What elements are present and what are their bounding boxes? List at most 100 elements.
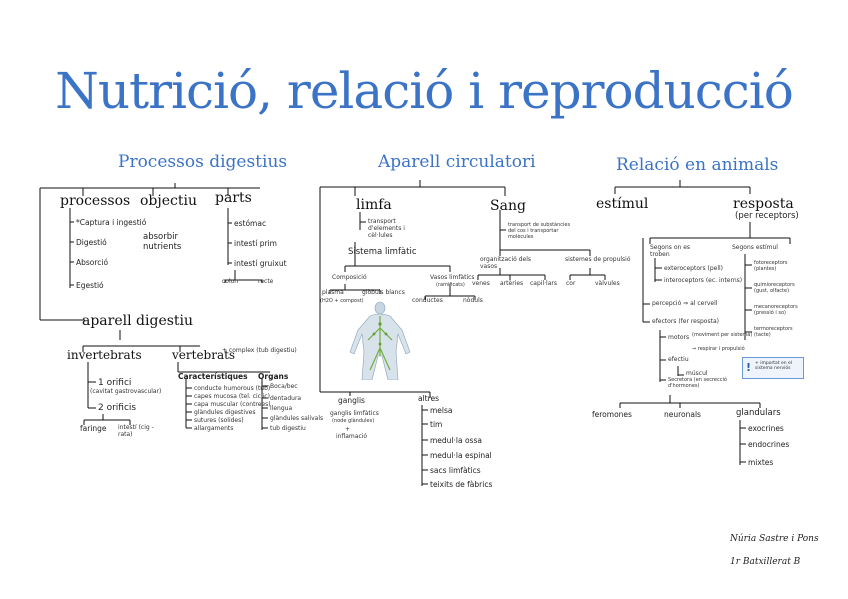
segons-item-1: exteroceptors (pell)	[664, 265, 724, 272]
vasos-item-noduls: nòduls	[463, 297, 483, 304]
caract-item-5: sutures (solides)	[194, 417, 244, 424]
inv-sub-1: (cavitat gastrovascular)	[90, 388, 162, 395]
page-title: Nutrició, relació i reproducció	[55, 62, 794, 120]
parts-item-3: intestí gruixut	[234, 259, 287, 268]
label-resposta: resposta	[733, 196, 794, 212]
resposta-sub: (per receptors)	[735, 211, 799, 221]
bottom-item-glandulars: glandulars	[736, 408, 781, 418]
parts-sub-recte: recte	[258, 278, 274, 285]
label-muscul: múscul	[686, 370, 708, 377]
label-ganglis: ganglis	[338, 396, 365, 405]
label-composicio: Composició	[332, 274, 367, 281]
ganglis-text-4: inflamació	[336, 433, 368, 440]
inv-sub-faringe: faringe	[80, 424, 107, 433]
parts-sub-colon: colon	[222, 278, 239, 285]
org-item-arteries: artèries	[500, 280, 524, 287]
note-box-text: + importat en el sistema nerviós	[755, 361, 793, 371]
label-estimul: estímul	[596, 196, 649, 212]
caract-item-1: conducte humorous (tub)	[194, 385, 271, 392]
organs-item-2: dentadura	[270, 395, 302, 402]
bottom-item-feromones: feromones	[592, 410, 632, 419]
ganglis-text-3: +	[345, 426, 351, 433]
caract-item-3: capa muscular (contrees)	[194, 401, 271, 408]
label-efectiu: efectiu	[668, 356, 689, 363]
processos-item-2: Digestió	[76, 238, 107, 247]
label-efectors: efectors (fer resposta)	[652, 318, 719, 325]
signature-name: Núria Sastre i Pons	[730, 534, 819, 544]
vasos-item-conductes: conductes	[412, 297, 443, 304]
comp-item-globuls: glòbuls blancs	[362, 289, 405, 296]
parts-item-2: intestí prim	[234, 239, 277, 248]
sis-item-cor: cor	[566, 280, 576, 287]
glandulars-item-3: mixtes	[748, 458, 774, 467]
vasos-sub: (ramificats)	[436, 282, 465, 288]
label-sistemes-propulsio: sistemes de propulsió	[565, 256, 631, 263]
inv-item-1: 1 orifici	[98, 378, 132, 388]
organs-item-1: Boca/bec	[270, 383, 298, 390]
heading-processos-digestius: Processos digestius	[118, 152, 288, 172]
label-vasos: Vasos limfàtics	[430, 274, 475, 281]
altres-item-2: tim	[430, 420, 443, 429]
processos-item-4: Egestió	[76, 281, 104, 290]
segons-item-2: interoceptors (ec. interns)	[664, 277, 743, 284]
label-aparell-digestiu: aparell digestiu	[82, 313, 194, 329]
sis-item-valvules: vàlvules	[595, 280, 620, 287]
est-item-3: mecanoreceptors (pressió i so)	[754, 304, 798, 316]
glandulars-item-1: exocrines	[748, 424, 784, 433]
label-invertebrats: invertebrats	[67, 348, 142, 362]
caract-item-4: glàndules digestives	[194, 409, 256, 416]
label-sistema-limfatic: Sistema limfàtic	[348, 247, 417, 257]
label-motors: motors	[668, 334, 690, 341]
label-org-vasos: organització dels vasos	[480, 256, 532, 270]
motors-note-1: (moviment per sistema)	[692, 332, 753, 338]
heading-aparell-circulatori: Aparell circulatori	[378, 152, 536, 172]
organs-head: Òrgans	[258, 372, 289, 381]
label-limfa: limfa	[356, 197, 392, 213]
organs-item-3: llengua	[270, 405, 293, 412]
label-processos: processos	[60, 193, 131, 209]
caract-head: Característiques	[178, 372, 248, 381]
altres-item-4: medul·la espinal	[430, 451, 492, 460]
ganglis-text-1: ganglis limfàtics	[330, 410, 379, 417]
inv-item-2: 2 orificis	[98, 403, 137, 413]
label-secretora: Secretora (en secrecció d'hormones)	[668, 377, 727, 389]
ganglis-text-2: (node glàndules)	[332, 418, 375, 424]
lymphatic-system-figure	[349, 301, 411, 380]
organs-item-4: glàndules salivals	[270, 415, 324, 422]
label-parts: parts	[215, 190, 252, 206]
label-percepcio: percepció ⇒ al cervell	[652, 300, 718, 307]
vertebrats-note: + complex (tub digestiu)	[222, 347, 297, 354]
note-box: ! + importat en el sistema nerviós	[742, 357, 804, 379]
est-item-2: quimioreceptors (gust, olfacte)	[754, 282, 795, 294]
altres-item-3: medul·la ossa	[430, 436, 482, 445]
label-vertebrats: vertebrats	[172, 348, 236, 362]
altres-item-6: teixits de fàbrics	[430, 480, 493, 489]
objectiu-text: absorbir nutrients	[143, 232, 182, 252]
label-objectiu: objectiu	[140, 193, 197, 209]
caract-item-2: capes mucosa (tel. ciclic)	[194, 393, 270, 400]
heading-relacio-animals: Relació en animals	[616, 155, 779, 175]
sang-note: transport de substàncies del cos i trans…	[508, 222, 571, 240]
label-altres: altres	[418, 394, 440, 403]
est-item-1: fotoreceptors (plantes)	[754, 260, 788, 272]
processos-item-1: *Captura i ingestió	[76, 218, 147, 227]
caract-item-6: allargaments	[194, 425, 234, 432]
altres-item-1: melsa	[430, 406, 453, 415]
label-sang: Sang	[490, 198, 526, 214]
parts-item-1: estómac	[234, 219, 267, 228]
est-item-4: termoreceptors (tacte)	[754, 326, 793, 338]
exclamation-icon: !	[746, 361, 752, 374]
glandulars-item-2: endocrines	[748, 440, 790, 449]
limfa-note: transport d'elements i cèl·lules	[368, 218, 405, 239]
organs-item-5: tub digestiu	[270, 425, 306, 432]
bottom-item-neuronals: neuronals	[664, 410, 701, 419]
org-item-capillars: capil·lars	[530, 280, 557, 287]
org-item-venes: venes	[472, 280, 490, 287]
comp-sub: (H2O + compost)	[320, 298, 364, 304]
altres-item-5: sacs limfàtics	[430, 466, 481, 475]
inv-sub-intesti: intestí (cig - rata)	[118, 424, 154, 438]
label-segons-estimul: Segons estímul	[732, 244, 778, 251]
signature-class: 1r Batxillerat B	[730, 557, 801, 567]
processos-item-3: Absorció	[76, 258, 109, 267]
